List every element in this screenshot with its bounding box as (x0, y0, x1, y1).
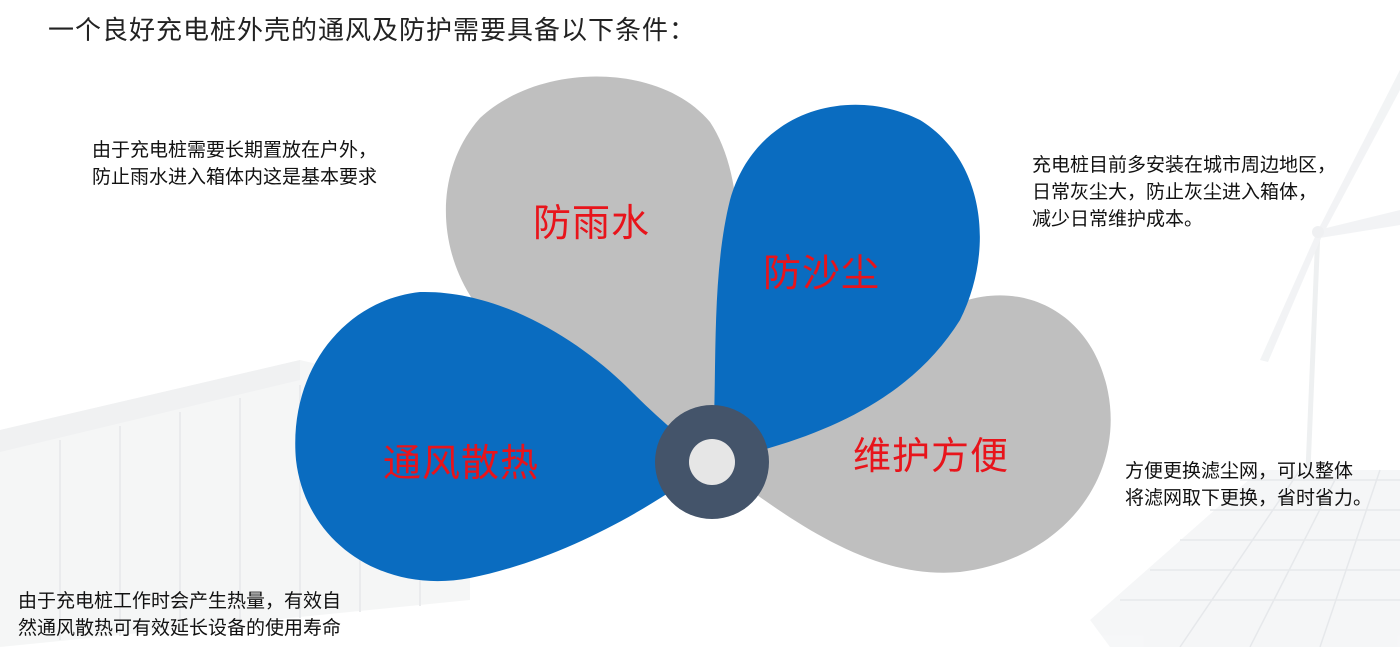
wind-turbine-illustration (1260, 70, 1400, 471)
note-line: 减少日常维护成本。 (1032, 208, 1204, 230)
label-ventilation-cooling: 通风散热 (383, 441, 540, 485)
note-line: 方便更换滤尘网，可以整体 (1125, 460, 1354, 482)
petal-maintenance-shape (712, 295, 1111, 573)
page-title: 一个良好充电桩外壳的通风及防护需要具备以下条件： (48, 16, 697, 46)
note-line: 日常灰尘大，防止灰尘进入箱体， (1032, 181, 1318, 203)
solar-panel-illustration (1090, 469, 1400, 647)
note-rainproof: 由于充电桩需要长期置放在户外， 防止雨水进入箱体内这是基本要求 (92, 137, 377, 191)
note-dustproof: 充电桩目前多安装在城市周边地区， 日常灰尘大，防止灰尘进入箱体， 减少日常维护成… (1032, 152, 1336, 233)
center-hub-dot (689, 439, 735, 485)
note-line: 由于充电桩工作时会产生热量，有效自 (18, 590, 342, 612)
petal-dust-shape (712, 104, 980, 462)
note-line: 由于充电桩需要长期置放在户外， (92, 139, 378, 161)
label-rainproof: 防雨水 (533, 201, 651, 245)
label-dustproof: 防沙尘 (763, 251, 881, 295)
petal-heat-shape (295, 291, 712, 582)
note-ventilation-cooling: 由于充电桩工作时会产生热量，有效自 然通风散热可有效延长设备的使用寿命 (18, 588, 341, 642)
label-easy-maintenance: 维护方便 (853, 434, 1010, 478)
note-line: 充电桩目前多安装在城市周边地区， (1032, 154, 1337, 176)
note-line: 防止雨水进入箱体内这是基本要求 (92, 166, 378, 188)
note-easy-maintenance: 方便更换滤尘网，可以整体 将滤网取下更换，省时省力。 (1125, 458, 1372, 512)
note-line: 将滤网取下更换，省时省力。 (1125, 487, 1373, 509)
note-line: 然通风散热可有效延长设备的使用寿命 (18, 617, 342, 639)
petal-rain-shape (445, 76, 739, 462)
